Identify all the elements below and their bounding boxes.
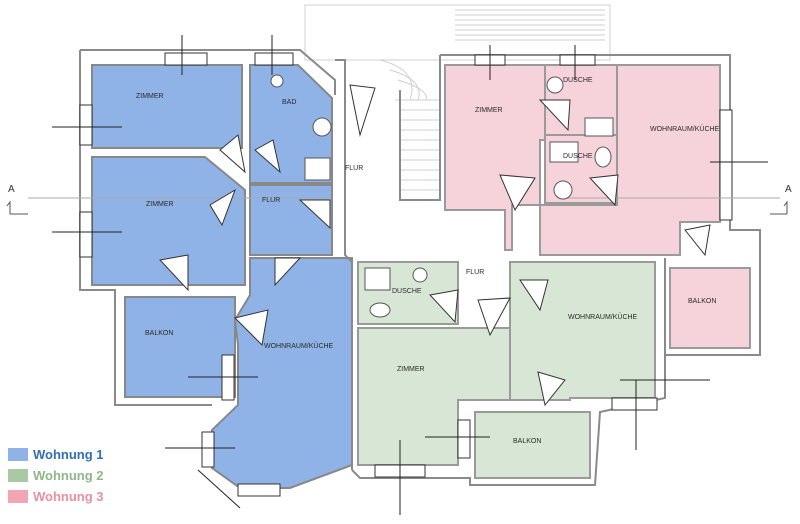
legend-label-1: Wohnung 1 xyxy=(33,447,104,462)
legend-item-wohnung-3: Wohnung 3 xyxy=(8,486,104,507)
w1-bad-label: BAD xyxy=(282,99,296,106)
window-top-4 xyxy=(559,54,596,66)
room-labels: ZIMMER BAD ZIMMER FLUR BALKON WOHNRAUM/K… xyxy=(136,77,720,445)
legend-swatch-1 xyxy=(8,448,28,461)
w2-balkon-label: BALKON xyxy=(513,438,541,445)
window-top-1 xyxy=(164,52,208,66)
window-top-2 xyxy=(254,52,294,66)
legend-item-wohnung-2: Wohnung 2 xyxy=(8,465,104,486)
w3-dusche-b-label: DUSCHE xyxy=(563,153,593,160)
w2-dusche-label: DUSCHE xyxy=(392,288,422,295)
shower-tray xyxy=(304,157,331,181)
doors xyxy=(159,84,711,407)
flur-small-label: FLUR xyxy=(466,269,484,276)
window-bottom-3 xyxy=(611,397,658,411)
legend-item-wohnung-1: Wohnung 1 xyxy=(8,444,104,465)
legend: Wohnung 1 Wohnung 2 Wohnung 3 xyxy=(8,444,104,507)
legend-swatch-3 xyxy=(8,490,28,503)
window-left-2 xyxy=(79,211,93,258)
window-bottom-2 xyxy=(457,419,471,459)
w1-balkon-label: BALKON xyxy=(145,330,173,337)
w1-flur-label: FLUR xyxy=(262,197,280,204)
apartment-2 xyxy=(357,261,656,479)
background-structure xyxy=(304,4,611,191)
wohnung2-wohnraum-area xyxy=(509,261,656,401)
section-markers: A A xyxy=(6,184,792,215)
wohnung2-balkon-area xyxy=(474,411,591,479)
legend-label-3: Wohnung 3 xyxy=(33,489,104,504)
window-left-3 xyxy=(201,431,215,468)
w1-zimmer-top-label: ZIMMER xyxy=(136,93,164,100)
section-marker-left: A xyxy=(8,184,15,195)
wohnung3-zimmer-area xyxy=(444,64,546,251)
w1-zimmer-mid-label: ZIMMER xyxy=(146,201,174,208)
w3-balkon-label: BALKON xyxy=(688,298,716,305)
wohnung1-zimmer-top-area xyxy=(91,64,243,149)
wohnung1-zimmer-mid-area xyxy=(91,156,246,286)
w3-dusche-a-label: DUSCHE xyxy=(563,77,593,84)
w2-wohnraum-label: WOHNRAUM/KÜCHE xyxy=(568,313,638,321)
washbasin xyxy=(312,117,332,137)
wohnung3-balkon-area xyxy=(669,267,751,349)
window-bottom-4 xyxy=(237,483,281,497)
window-left-1 xyxy=(79,104,93,146)
legend-swatch-2 xyxy=(8,469,28,482)
windows xyxy=(79,52,733,497)
flur-center-label: FLUR xyxy=(345,165,363,172)
w3-zimmer-label: ZIMMER xyxy=(475,107,503,114)
fixtures xyxy=(270,74,614,318)
wohnung1-balkon-area xyxy=(124,296,236,398)
section-lines xyxy=(28,35,780,515)
w3-wohnraum-label: WOHNRAUM/KÜCHE xyxy=(650,125,720,133)
section-marker-right: A xyxy=(785,184,792,195)
legend-label-2: Wohnung 2 xyxy=(33,468,104,483)
w1-wohnraum-label: WOHNRAUM/KÜCHE xyxy=(264,342,334,350)
wohnung1-flur-area xyxy=(249,184,333,256)
w2-zimmer-label: ZIMMER xyxy=(397,366,425,373)
window-right-1 xyxy=(719,109,733,221)
